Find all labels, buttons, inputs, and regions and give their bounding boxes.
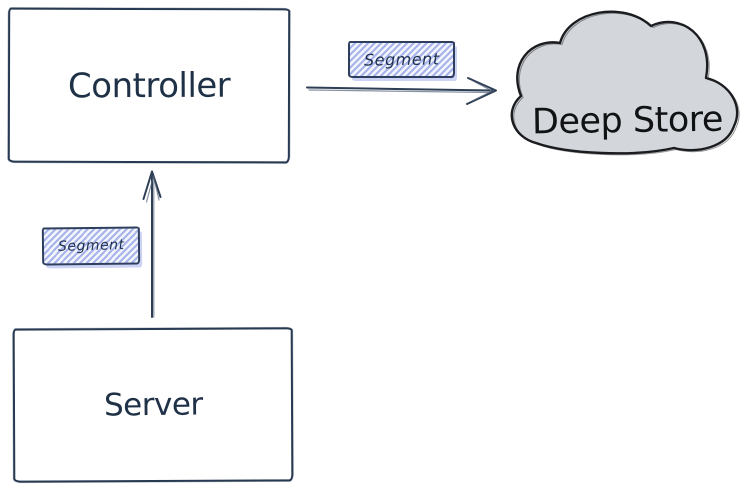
segment-badge-left: Segment	[41, 226, 141, 266]
arrow-controller-to-deep-store	[306, 77, 497, 105]
controller-label: Controller	[67, 65, 231, 106]
server-node: Server	[12, 327, 294, 483]
segment-badge-left-label: Segment	[57, 237, 125, 255]
arrowhead-right-sketch-stroke	[471, 80, 493, 102]
deep-store-node: Deep Store	[513, 8, 742, 157]
arrowhead-up-sketch-stroke	[145, 175, 160, 203]
arrow-server-to-controller	[142, 170, 162, 318]
arrow-shaft-sketch-stroke	[308, 89, 491, 94]
arrowhead-right-icon	[466, 77, 497, 105]
deep-store-label: Deep Store	[531, 99, 724, 143]
arrow-shaft	[306, 86, 493, 92]
arrowhead-up-icon	[142, 170, 162, 200]
controller-node: Controller	[7, 7, 291, 164]
segment-badge-top: Segment	[348, 41, 455, 78]
segment-badge-top-label: Segment	[363, 49, 440, 70]
server-label: Server	[103, 386, 203, 424]
